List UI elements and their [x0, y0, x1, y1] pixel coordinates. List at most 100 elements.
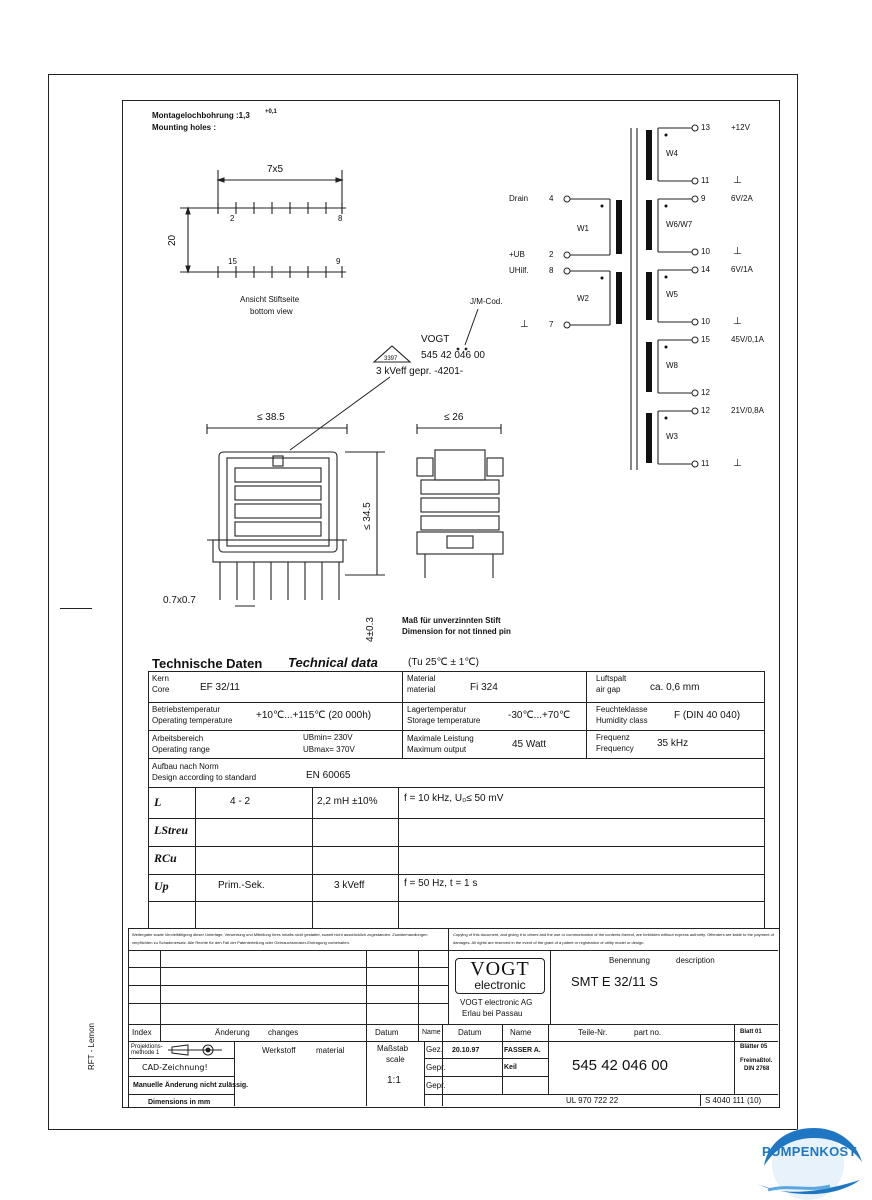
- right-pin-10: 11: [701, 459, 710, 468]
- checked-label-2: Gepr.: [426, 1081, 446, 1090]
- drawn-date: 20.10.97: [452, 1047, 480, 1054]
- no-manual-change: Manuelle Änderung nicht zulässig.: [133, 1082, 249, 1089]
- right-pin-7: 15: [701, 335, 710, 344]
- tech-vline-1: [148, 671, 149, 929]
- scale-en: scale: [386, 1055, 405, 1064]
- partno-header-en: part no.: [634, 1028, 662, 1037]
- freq-label-de: Frequenz: [596, 733, 630, 742]
- tinned-pin-de: Maß für unverzinnten Stift: [402, 616, 501, 625]
- title-block: [128, 928, 780, 1108]
- tech-title-cond: (Tu 25℃ ± 1℃): [408, 657, 479, 668]
- height-dimension: ≤ 34.5: [362, 502, 373, 530]
- tb-line-top: [128, 950, 778, 951]
- range-min: UBmin= 230V: [303, 733, 353, 742]
- pin-label-2: 2: [230, 214, 235, 223]
- pin-size: 0.7x0.7: [163, 595, 196, 606]
- pin-length: 4±0.3: [365, 617, 376, 642]
- optemp-label-de: Betriebstemperatur: [152, 705, 221, 714]
- company-name: VOGT electronic AG: [460, 998, 533, 1007]
- design-label-en: Design according to standard: [152, 773, 257, 782]
- right-pin-4-value: ⊥: [733, 246, 742, 257]
- right-pin-1-value: +12V: [731, 123, 750, 132]
- vogt-logo: VOGT electronic: [455, 958, 545, 994]
- tb-v-9: [366, 1041, 367, 1106]
- tb-grid-5: [128, 1041, 778, 1042]
- param-up-symbol: Up: [154, 879, 169, 893]
- company-address: Erlau bei Passau: [462, 1009, 523, 1018]
- param-rcu-symbol: RCu: [154, 851, 177, 865]
- right-pin-6: 10: [701, 317, 710, 326]
- tech-vline-4: [764, 671, 765, 929]
- core-label-en: Core: [152, 685, 170, 694]
- airgap-label-de: Luftspalt: [596, 674, 627, 683]
- date-header: Datum: [375, 1028, 399, 1037]
- partno-header-de: Teile-Nr.: [578, 1028, 608, 1037]
- tb-v-8: [234, 1041, 235, 1106]
- side-label: RFT - Lemon: [87, 1023, 96, 1070]
- pin-ground-label: ⊥: [520, 319, 529, 330]
- material-de: Werkstoff: [262, 1046, 296, 1055]
- right-pin-7-value: 45V/0,1A: [731, 335, 764, 344]
- tech-line-1: [148, 671, 764, 672]
- margin-tick: [60, 608, 92, 609]
- row-distance: 20: [167, 234, 178, 246]
- tb-grid-9: [424, 1058, 548, 1059]
- right-pin-3-value: 6V/2A: [731, 194, 753, 203]
- core-value: EF 32/11: [200, 682, 240, 693]
- right-pin-3: 9: [701, 194, 706, 203]
- projection-1: Projektions-: [131, 1044, 163, 1050]
- pin-label-8: 8: [338, 214, 343, 223]
- s-number: S 4040 111 (10): [705, 1096, 762, 1105]
- tb-grid-2: [128, 985, 448, 986]
- param-l-cond: f = 10 kHz, U₀≤ 50 mV: [404, 793, 504, 804]
- param-up-cond: f = 50 Hz, t = 1 s: [404, 878, 478, 889]
- copyright-right: Copying of this document, and giving it …: [453, 932, 774, 945]
- checked-name: Keil: [504, 1064, 517, 1071]
- tb-grid-4: [128, 1024, 778, 1025]
- output-label-de: Maximale Leistung: [407, 734, 474, 743]
- param-l-value: 2,2 mH ±10%: [317, 796, 378, 807]
- pitch-dimension: 7x5: [267, 164, 284, 175]
- design-value: EN 60065: [306, 770, 351, 781]
- checked-label: Gepr.: [426, 1063, 446, 1072]
- tech-vline-2: [402, 671, 403, 758]
- tb-v-4: [442, 1024, 443, 1106]
- ul-number: UL 970 722 22: [566, 1096, 619, 1105]
- marking-leader: [289, 308, 479, 451]
- front-view-drawing: [206, 424, 385, 607]
- param-up-pins: Prim.-Sek.: [218, 880, 265, 891]
- cad-drawing: CAD-Zeichnung!: [142, 1063, 208, 1072]
- tb-v-1: [160, 950, 161, 1041]
- drawing-frame: [48, 74, 798, 1130]
- tb-v-copy: [448, 928, 449, 1024]
- param-up-value: 3 kVeff: [334, 880, 365, 891]
- tb-v-11: [700, 1094, 701, 1106]
- pin-label-15: 15: [228, 257, 237, 266]
- winding-w2: W2: [577, 294, 589, 303]
- drawn-label: Gez.: [426, 1045, 443, 1054]
- tech-line-5: [148, 787, 764, 788]
- tb-v-logo: [550, 950, 551, 1024]
- right-pin-9-value: 21V/0,8A: [731, 406, 764, 415]
- right-pin-8: 12: [701, 388, 710, 397]
- material-label-de: Material: [407, 674, 436, 683]
- mounting-holes-en: Mounting holes :: [152, 123, 216, 132]
- storage-label-en: Storage temperature: [407, 716, 481, 725]
- tb-v-3: [418, 950, 419, 1041]
- tb-v-6: [548, 1024, 549, 1094]
- pin-ub-label: +UB: [509, 250, 525, 259]
- right-pin-4: 10: [701, 247, 710, 256]
- winding-schematic: [563, 124, 699, 470]
- tolerance-din: DIN 2768: [744, 1066, 770, 1072]
- tb-v-10: [424, 1041, 425, 1106]
- humidity-label-de: Feuchteklasse: [596, 705, 648, 714]
- right-pin-10-value: ⊥: [733, 458, 742, 469]
- right-pin-6-value: ⊥: [733, 316, 742, 327]
- right-pin-5-value: 6V/1A: [731, 265, 753, 274]
- tech-line-6: [148, 818, 764, 819]
- change-header-en: changes: [268, 1028, 299, 1037]
- pin-uhilf-number: 8: [549, 266, 554, 275]
- winding-w5: W5: [666, 290, 678, 299]
- tech-line-8: [148, 874, 764, 875]
- side-view-drawing: [416, 424, 504, 578]
